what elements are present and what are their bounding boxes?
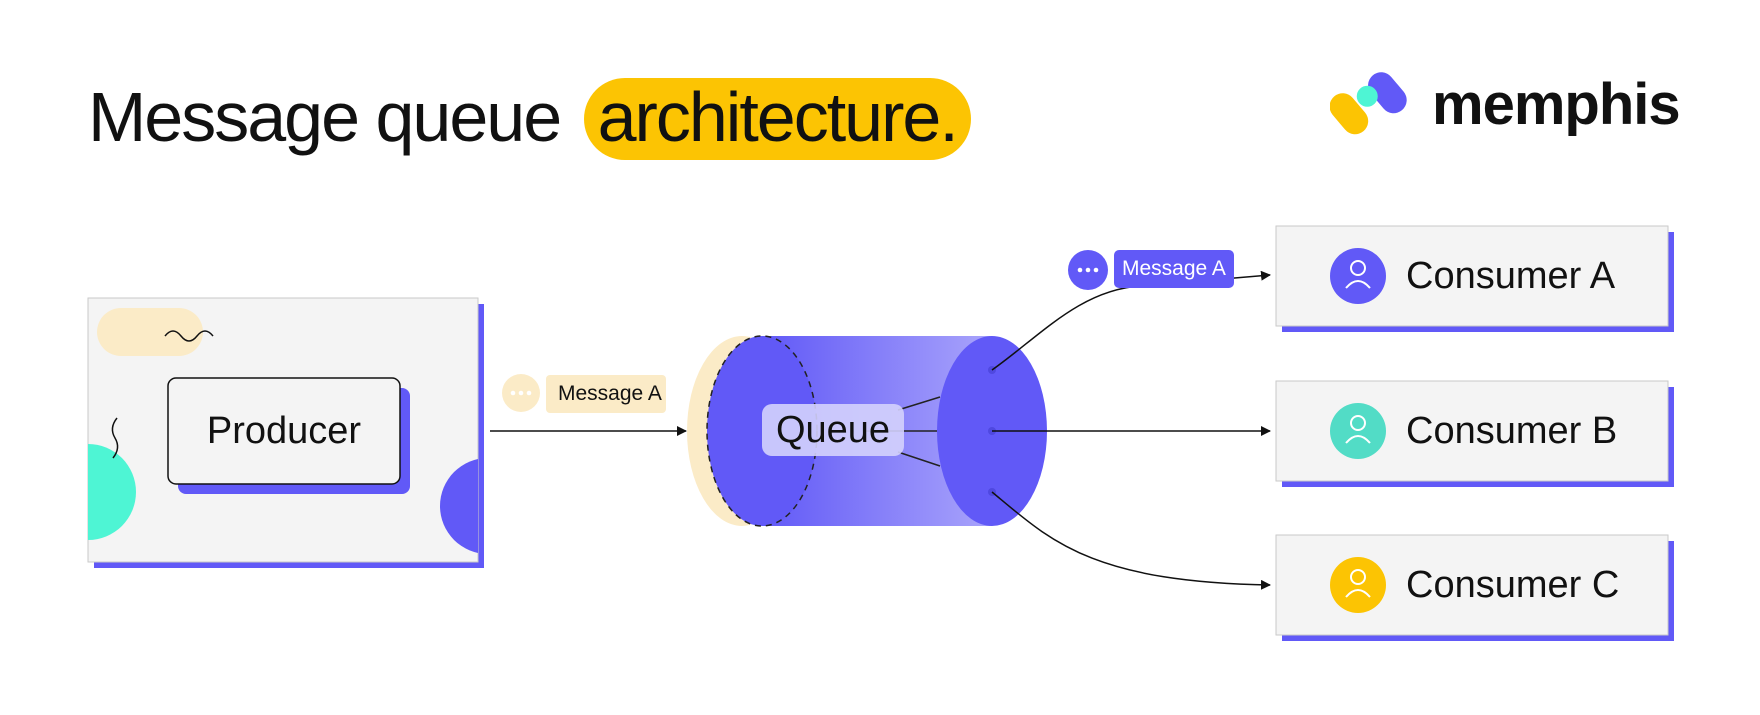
- queue-to-consumer-c-arrow: [991, 491, 1271, 590]
- squiggle-decoration: [164, 330, 214, 342]
- message-tag-left: [546, 375, 666, 413]
- queue-cylinder: [687, 335, 1047, 527]
- memphis-logo-icon: [1330, 72, 1407, 135]
- consumer-box-a: [1275, 225, 1674, 332]
- purple-circle-decoration: [440, 459, 478, 553]
- queue-label-bg: [762, 404, 904, 456]
- user-icon: [1345, 415, 1371, 444]
- message-tag-right: [1114, 250, 1234, 288]
- consumer-b-label: Consumer B: [1406, 409, 1618, 452]
- producer-panel: [87, 297, 484, 568]
- user-icon: [1345, 569, 1371, 598]
- consumer-c-label: Consumer C: [1406, 563, 1620, 606]
- teal-circle-decoration: [88, 444, 136, 540]
- title-prefix: Message queue: [88, 78, 562, 156]
- producer-label: Producer: [206, 409, 362, 452]
- producer-box: [167, 377, 401, 485]
- consumer-a-label: Consumer A: [1406, 254, 1616, 297]
- queue-to-consumer-a-arrow: [991, 270, 1271, 371]
- queue-label: Queue: [775, 408, 891, 451]
- title-highlight: architecture.: [583, 78, 971, 160]
- consumer-box-b: [1275, 380, 1674, 487]
- brand-name: memphis: [1432, 72, 1681, 137]
- yellow-pill-decoration: [97, 308, 203, 356]
- page-title: Message queue architecture.: [88, 72, 971, 162]
- squiggle-vertical-decoration: [111, 417, 119, 459]
- user-icon: [1345, 260, 1371, 289]
- consumer-box-c: [1275, 534, 1674, 641]
- message-in-label: Message A: [558, 382, 662, 405]
- message-out-label: Message A: [1122, 257, 1226, 280]
